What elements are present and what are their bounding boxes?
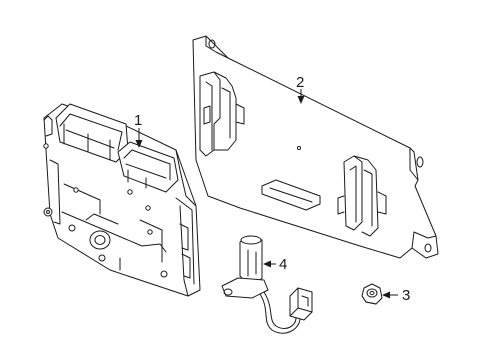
mounting-bracket xyxy=(192,35,439,259)
crankshaft-position-sensor xyxy=(221,235,313,334)
callout-4: 4 xyxy=(263,256,287,273)
engine-control-module xyxy=(43,103,201,297)
callout-1: 1 xyxy=(134,112,143,148)
callout-3: 3 xyxy=(382,287,410,304)
callout-3-label: 3 xyxy=(402,287,410,304)
callout-4-label: 4 xyxy=(279,256,287,273)
callout-1-label: 1 xyxy=(134,112,142,129)
nut xyxy=(361,283,383,305)
callout-2-label: 2 xyxy=(296,74,304,91)
ecm-connector-b xyxy=(117,141,179,193)
bracket-plate xyxy=(192,35,439,259)
callout-2: 2 xyxy=(296,74,305,104)
